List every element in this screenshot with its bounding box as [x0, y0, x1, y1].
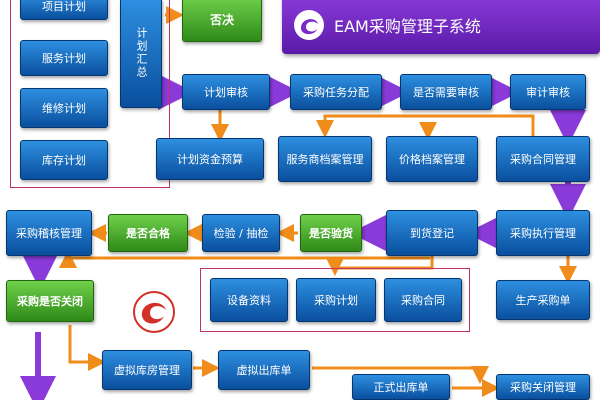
node-price-archive[interactable]: 价格档案管理 — [386, 136, 478, 182]
node-label: 采购是否关闭 — [17, 295, 83, 308]
node-plan-review[interactable]: 计划审核 — [182, 74, 270, 110]
node-label: 设备资料 — [227, 294, 271, 307]
node-production-order[interactable]: 生产采购单 — [496, 280, 590, 320]
arrow-contract-up-to-archives — [316, 114, 535, 138]
node-project-plan[interactable]: 项目计划 — [20, 0, 108, 20]
node-label: 库存计划 — [42, 154, 86, 167]
node-inspection[interactable]: 检验 / 抽检 — [202, 214, 280, 252]
node-label: 采购关闭管理 — [510, 381, 576, 394]
node-audit-review[interactable]: 审计审核 — [510, 74, 586, 110]
node-label: 虚拟库房管理 — [114, 364, 180, 377]
node-label: 采购合同 — [401, 294, 445, 307]
node-equipment-data[interactable]: 设备资料 — [210, 278, 288, 322]
plan-sources-frame — [10, 0, 170, 188]
node-label: 是否合格 — [126, 227, 170, 240]
node-label: 采购执行管理 — [510, 227, 576, 240]
node-check-mgmt[interactable]: 采购稽核管理 — [6, 210, 92, 256]
node-label: 维修计划 — [42, 102, 86, 115]
node-reject[interactable]: 否决 — [182, 0, 262, 42]
node-purchase-contract[interactable]: 采购合同 — [384, 278, 462, 322]
node-label: 采购计划 — [314, 294, 358, 307]
node-label: 检验 / 抽检 — [213, 227, 269, 240]
swirl-logo-icon — [133, 291, 175, 333]
node-label: 服务计划 — [42, 52, 86, 65]
node-label: 是否验货 — [309, 227, 353, 240]
node-qualified[interactable]: 是否合格 — [108, 214, 188, 252]
node-close-mgmt[interactable]: 采购关闭管理 — [496, 374, 590, 400]
node-formal-outbound[interactable]: 正式出库单 — [352, 374, 450, 400]
node-execution[interactable]: 采购执行管理 — [496, 210, 590, 256]
system-title: EAM采购管理子系统 — [334, 17, 481, 36]
node-virtual-outbound[interactable]: 虚拟出库单 — [218, 350, 310, 390]
node-contract-mgmt[interactable]: 采购合同管理 — [496, 136, 590, 182]
arrow-closed-to-virtual — [68, 325, 106, 371]
node-inventory-plan[interactable]: 库存计划 — [20, 140, 108, 180]
node-supplier-archive[interactable]: 服务商档案管理 — [278, 136, 372, 182]
node-label: 正式出库单 — [373, 381, 429, 394]
node-label: 价格档案管理 — [399, 153, 465, 166]
node-plan-summary[interactable]: 计划汇总 — [120, 0, 162, 108]
node-label: 计划汇总 — [135, 27, 148, 79]
archive-documents-frame — [200, 268, 470, 332]
node-label: 计划审核 — [204, 86, 248, 99]
node-closed[interactable]: 采购是否关闭 — [6, 280, 94, 322]
node-label: 是否需要审核 — [413, 86, 479, 99]
node-task-assign[interactable]: 采购任务分配 — [290, 74, 382, 110]
node-budget[interactable]: 计划资金预算 — [156, 138, 264, 180]
node-label: 项目计划 — [42, 0, 86, 13]
node-check-goods[interactable]: 是否验货 — [300, 214, 362, 252]
node-need-review[interactable]: 是否需要审核 — [400, 74, 492, 110]
node-purchase-plan[interactable]: 采购计划 — [296, 278, 376, 322]
node-service-plan[interactable]: 服务计划 — [20, 40, 108, 76]
node-label: 服务商档案管理 — [286, 153, 364, 166]
node-label: 采购合同管理 — [510, 153, 576, 166]
node-label: 计划资金预算 — [177, 153, 243, 166]
arrow-docs-back — [59, 250, 430, 268]
node-arrival[interactable]: 到货登记 — [386, 210, 478, 256]
arrow-outbound-to-formal — [312, 366, 489, 384]
system-title-banner: EAM采购管理子系统 — [282, 0, 600, 54]
node-label: 否决 — [209, 12, 234, 27]
node-label: 到货登记 — [410, 227, 454, 240]
node-virtual-warehouse[interactable]: 虚拟库房管理 — [102, 350, 192, 390]
eam-logo-icon — [294, 10, 324, 40]
node-label: 生产采购单 — [515, 294, 571, 307]
node-label: 虚拟出库单 — [236, 364, 292, 377]
node-label: 审计审核 — [526, 86, 570, 99]
node-label: 采购任务分配 — [303, 86, 369, 99]
node-label: 采购稽核管理 — [16, 227, 82, 240]
node-maintenance-plan[interactable]: 维修计划 — [20, 88, 108, 128]
